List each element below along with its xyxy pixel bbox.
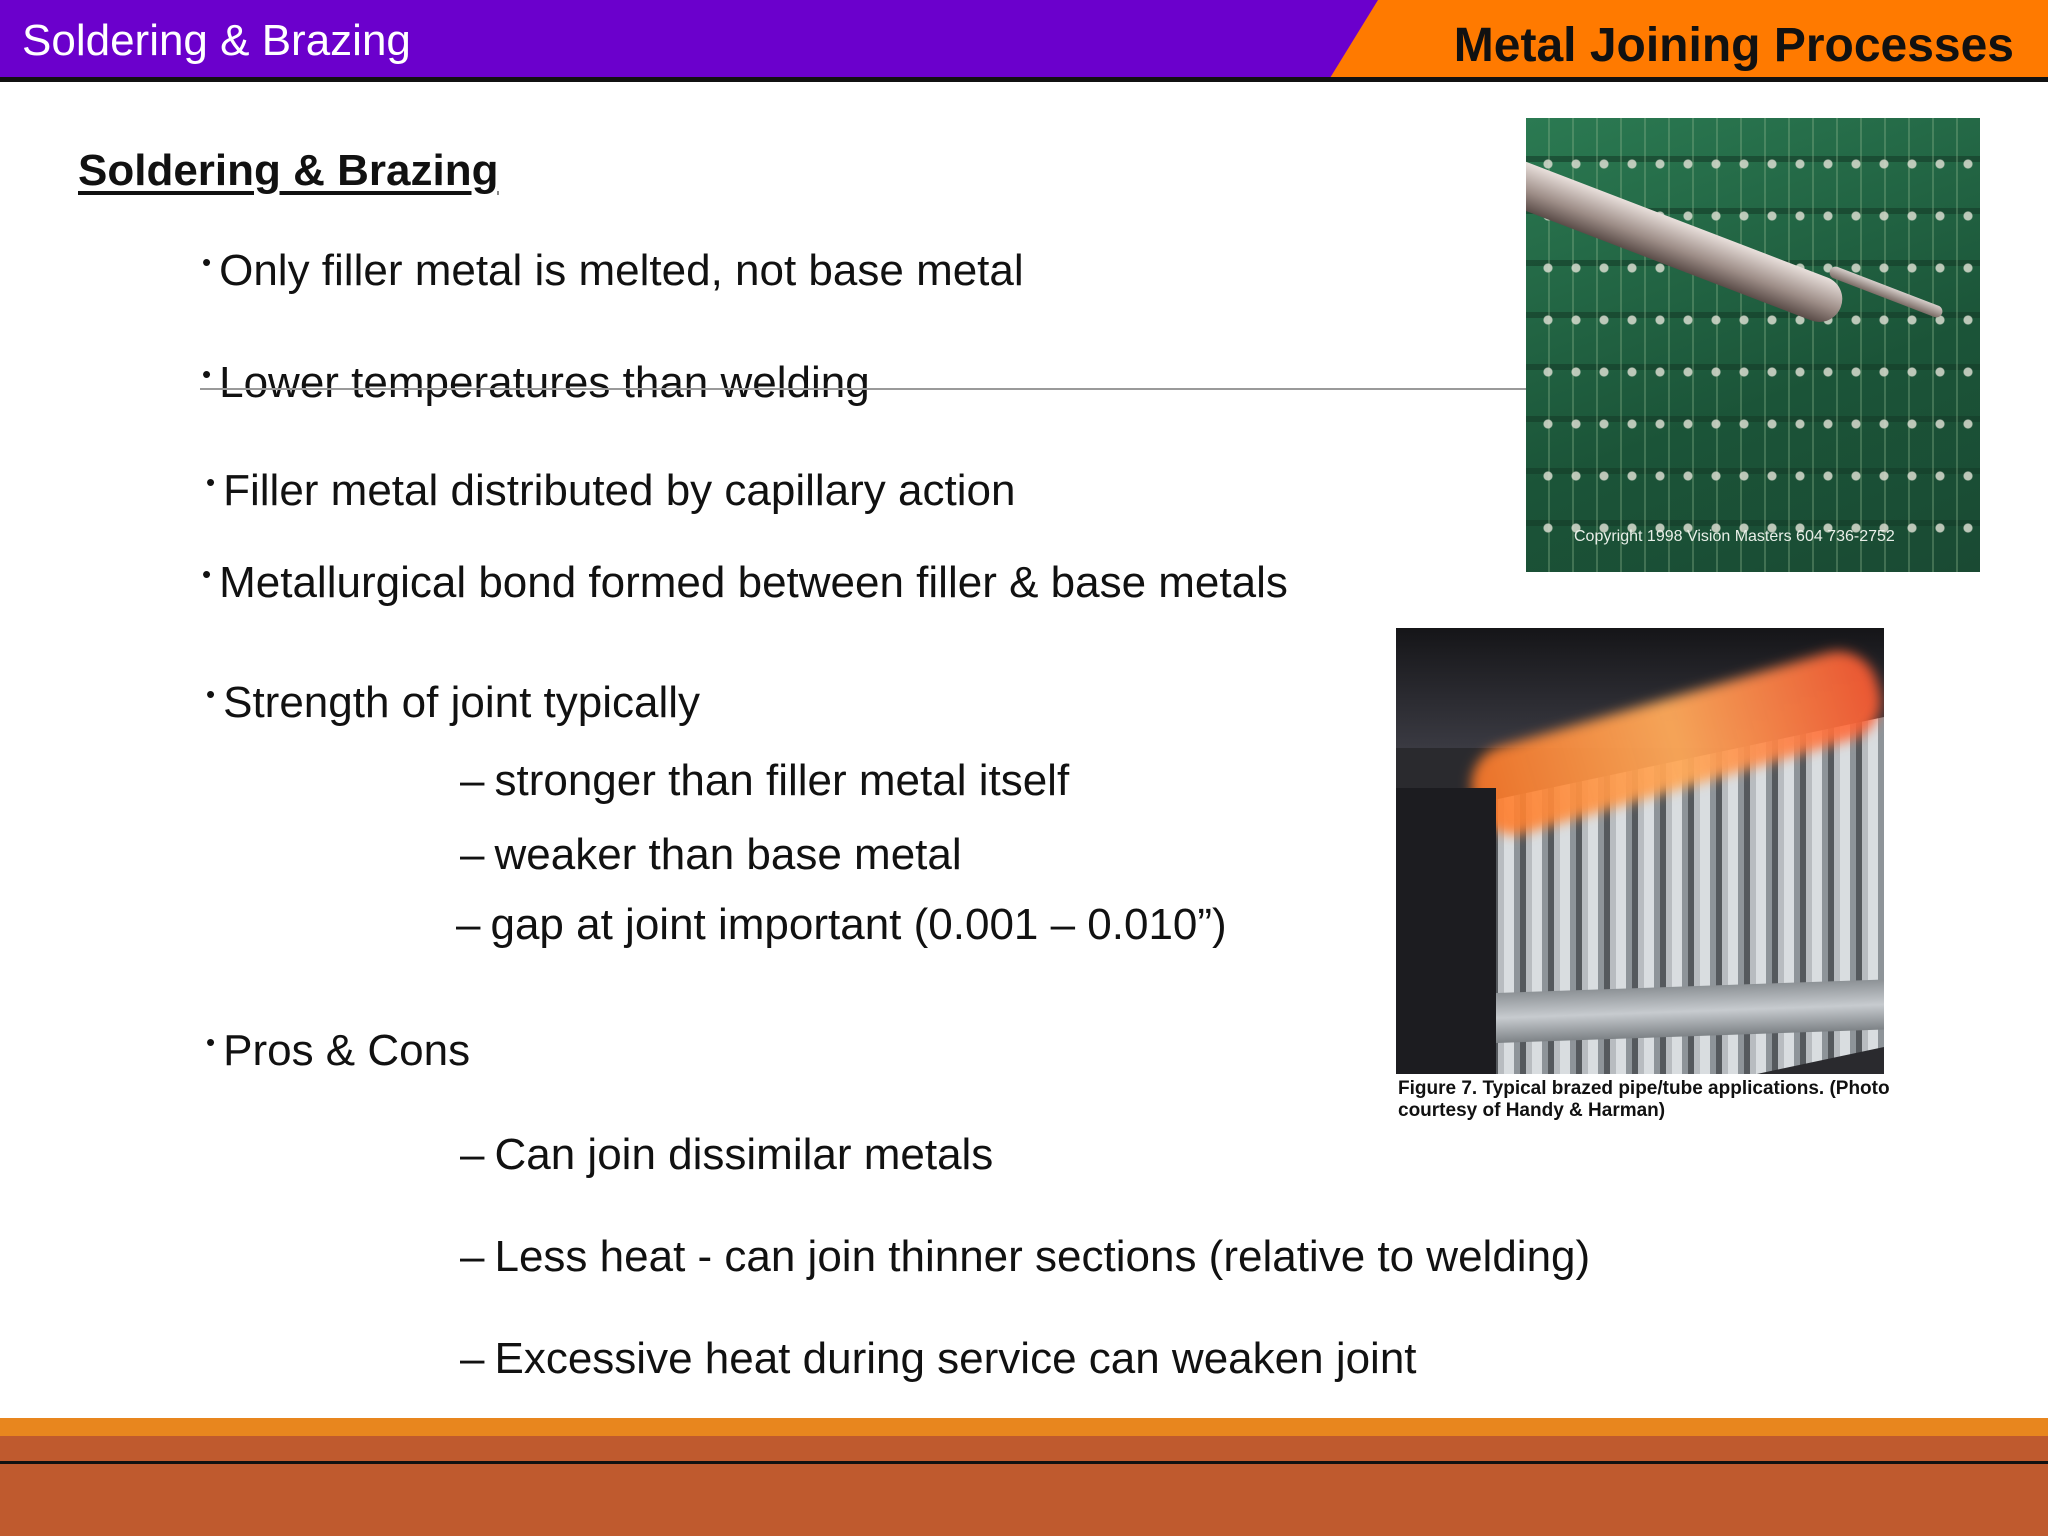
sub-item: –stronger than filler metal itself: [460, 756, 1069, 806]
pcb-solder-pads: [1526, 118, 1980, 572]
bullet-text: Only filler metal is melted, not base me…: [219, 246, 1024, 295]
sub-item: –Excessive heat during service can weake…: [460, 1334, 1417, 1384]
sub-text: Excessive heat during service can weaken…: [494, 1334, 1417, 1383]
dash-glyph: –: [460, 756, 485, 805]
dash-glyph: –: [456, 900, 481, 949]
sub-item: –gap at joint important (0.001 – 0.010”): [456, 900, 1227, 950]
bullet-glyph: •: [202, 247, 212, 277]
sub-text: gap at joint important (0.001 – 0.010”): [490, 900, 1227, 949]
footer-stripe: [0, 1418, 2048, 1436]
tubes-shadow: [1396, 788, 1496, 1074]
bullet-item: •Only filler metal is melted, not base m…: [202, 246, 1024, 296]
sub-text: weaker than base metal: [494, 830, 962, 879]
sub-text: Can join dissimilar metals: [494, 1130, 994, 1179]
slide-heading: Soldering & Brazing: [78, 146, 499, 195]
figure-caption: Figure 7. Typical brazed pipe/tube appli…: [1398, 1078, 1890, 1121]
brazed-tubes-photo: [1396, 628, 1884, 1074]
bullet-text: Filler metal distributed by capillary ac…: [223, 466, 1016, 515]
sub-item: –Less heat - can join thinner sections (…: [460, 1232, 1590, 1282]
bullet-item: •Lower temperatures than welding: [202, 358, 870, 408]
header-divider: [0, 77, 2048, 82]
dash-glyph: –: [460, 1232, 485, 1281]
footer-band: [0, 1436, 2048, 1536]
bullet-text: Metallurgical bond formed between filler…: [219, 558, 1288, 607]
bullet-glyph: •: [202, 559, 212, 589]
photo-copyright: Copyright 1998 Vision Masters 604 736-27…: [1574, 528, 1895, 545]
bullet-glyph: •: [202, 359, 212, 389]
sub-text: Less heat - can join thinner sections (r…: [494, 1232, 1591, 1281]
deck-title: Metal Joining Processes: [1453, 19, 2014, 72]
bullet-glyph: •: [206, 1027, 216, 1057]
sub-item: –Can join dissimilar metals: [460, 1130, 993, 1180]
bullet-item: •Filler metal distributed by capillary a…: [206, 466, 1015, 516]
soldering-iron-pcb-photo: Copyright 1998 Vision Masters 604 736-27…: [1526, 118, 1980, 572]
sub-item: –weaker than base metal: [460, 830, 962, 880]
dash-glyph: –: [460, 830, 485, 879]
bullet-glyph: •: [206, 679, 216, 709]
bullet-text: Lower temperatures than welding: [219, 358, 870, 407]
bullet-text: Pros & Cons: [223, 1026, 471, 1075]
bullet-item: •Strength of joint typically: [206, 678, 700, 728]
connector-line: [200, 388, 1528, 390]
bullet-item: •Pros & Cons: [206, 1026, 470, 1076]
bullet-glyph: •: [206, 467, 216, 497]
bullet-item: •Metallurgical bond formed between fille…: [202, 558, 1288, 608]
dash-glyph: –: [460, 1130, 485, 1179]
footer-divider: [0, 1461, 2048, 1464]
header-band-left: [0, 0, 1400, 78]
dash-glyph: –: [460, 1334, 485, 1383]
bullet-text: Strength of joint typically: [223, 678, 701, 727]
sub-text: stronger than filler metal itself: [494, 756, 1070, 805]
section-title: Soldering & Brazing: [22, 16, 411, 65]
header-band-right: [1330, 0, 2048, 78]
